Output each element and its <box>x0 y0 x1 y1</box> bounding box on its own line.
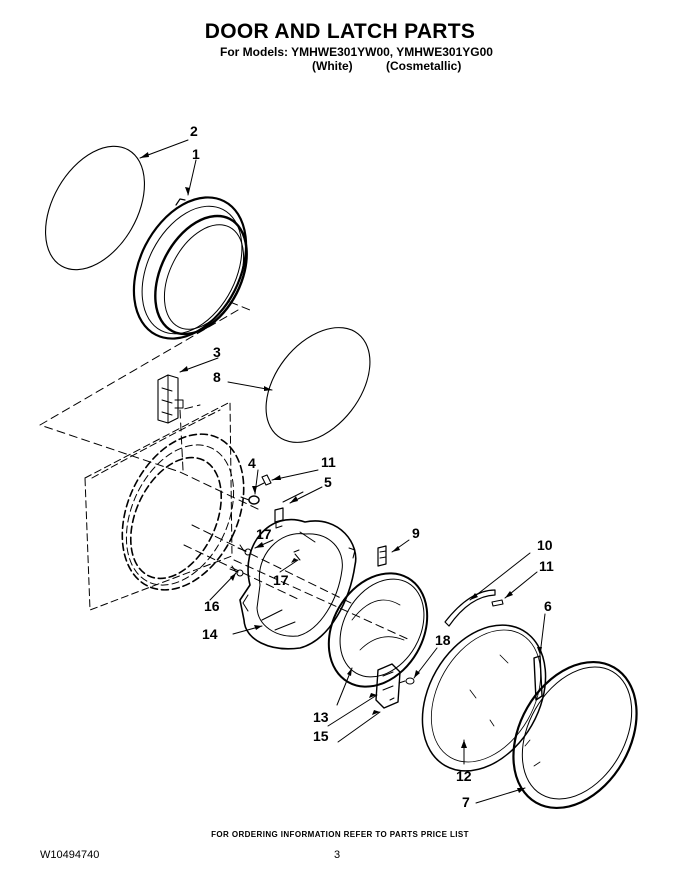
part-13-inner-door-panel <box>327 572 429 688</box>
part-1-door-boot <box>132 196 248 340</box>
part-14-inner-door-frame <box>239 518 357 650</box>
part-7-outer-door-ring <box>512 660 638 810</box>
part-17-screw-a <box>237 544 252 556</box>
callout-15: 15 <box>313 728 329 744</box>
document-number: W10494740 <box>40 849 100 861</box>
callout-4: 4 <box>248 455 256 471</box>
part-11-screw-upper <box>255 474 272 488</box>
part-4-screw <box>240 495 260 505</box>
callout-12: 12 <box>456 768 472 784</box>
page-number: 3 <box>334 849 341 861</box>
cabinet-front-outline <box>84 401 245 611</box>
part-16-screw <box>229 565 244 577</box>
callout-11-lower: 11 <box>539 558 554 574</box>
callout-2: 2 <box>190 123 198 139</box>
part-3-hinge-bracket <box>157 374 184 424</box>
part-11-screw-lower <box>491 599 504 607</box>
part-5-hinge-clip <box>274 491 304 529</box>
callout-1: 1 <box>192 146 200 162</box>
part-8-inner-glass <box>265 327 371 443</box>
callout-6: 6 <box>544 598 552 614</box>
part-15-latch <box>375 663 401 709</box>
part-10-trim <box>444 589 496 627</box>
assembly-guide-lines <box>39 301 411 641</box>
ordering-note: FOR ORDERING INFORMATION REFER TO PARTS … <box>211 830 469 839</box>
part-6-handle <box>533 655 543 701</box>
callout-5: 5 <box>324 474 332 490</box>
callout-13: 13 <box>313 709 329 725</box>
callout-18: 18 <box>435 632 451 648</box>
callout-16: 16 <box>204 598 220 614</box>
callout-17-upper: 17 <box>256 526 272 542</box>
callout-3: 3 <box>213 344 221 360</box>
part-9-catch <box>377 545 387 567</box>
part-18-screw <box>398 677 415 685</box>
callout-10: 10 <box>537 537 553 553</box>
callout-8: 8 <box>213 369 221 385</box>
callout-14: 14 <box>202 626 218 642</box>
callout-9: 9 <box>412 525 420 541</box>
leader-arrowheads <box>140 152 542 793</box>
part-12-outer-glass <box>421 624 547 772</box>
callout-numbers: 2 1 3 8 4 11 5 17 9 10 11 17 16 6 14 18 … <box>190 123 554 810</box>
callout-7: 7 <box>462 794 470 810</box>
part-2-window-gasket <box>45 145 145 271</box>
page-title: DOOR AND LATCH PARTS <box>204 20 476 43</box>
leader-lines <box>139 139 546 804</box>
part-17-screw-b <box>293 549 301 561</box>
callout-11-upper: 11 <box>321 454 336 470</box>
variant-cosmetallic: (Cosmetallic) <box>386 59 462 73</box>
variant-white: (White) <box>312 59 353 73</box>
model-numbers: For Models: YMHWE301YW00, YMHWE301YG00 <box>220 45 493 59</box>
callout-17-lower: 17 <box>273 572 289 588</box>
